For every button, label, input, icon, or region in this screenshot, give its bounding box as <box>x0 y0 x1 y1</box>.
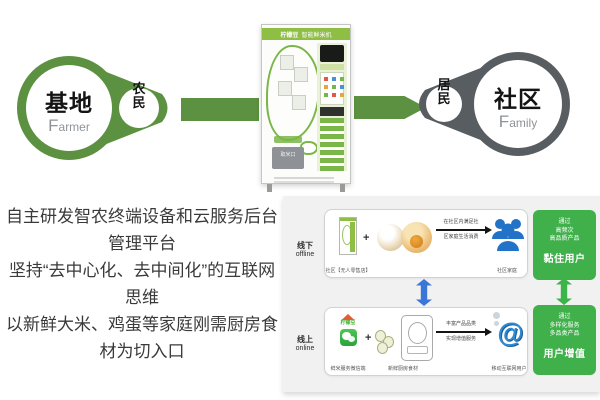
mini-vending-machine-icon <box>339 217 357 255</box>
plus-sign: + <box>363 232 370 244</box>
machine-menu-panel <box>320 72 344 105</box>
retention-highlight: 黏住用户 <box>543 253 586 265</box>
sketch-window <box>408 322 427 344</box>
right-arrow-icon <box>436 226 492 234</box>
result-link-arrow <box>556 278 572 305</box>
machine-brand: 柠檬豆 <box>280 32 299 39</box>
description-line: 坚持“去中心化、去中间化”的互联网思维 <box>8 261 276 307</box>
machine-leg <box>267 184 272 192</box>
machine-bins <box>320 118 344 171</box>
people-caption: 社区家庭 <box>496 268 517 274</box>
mini-machine-header <box>340 218 356 221</box>
flow-node-community: 社区 Family 居民 <box>408 36 580 178</box>
base-label-en: Farmer <box>48 116 90 135</box>
product-thumb <box>294 67 308 82</box>
product-thumb <box>278 81 292 96</box>
egg-yolk <box>410 235 423 248</box>
machine-screen <box>320 45 344 62</box>
offline-lane-label: 线下 offline <box>295 241 315 258</box>
offline-box: 社区【无人零售店】 + 在社区内满足社 区家庭生活消费 社区家庭 <box>324 209 528 278</box>
wechat-bubble <box>341 332 351 340</box>
user-caption: 移动互联网用户 <box>491 366 527 372</box>
online-flow-arrow: 丰富产品品类 实现增值服务 <box>433 321 492 343</box>
base-teardrop-shape <box>17 56 168 160</box>
internet-user-icon: @ <box>496 318 524 348</box>
community-teardrop-shape <box>419 52 570 156</box>
business-model-diagram: 线下 offline 社区【无人零售店】 + 在社区内满足社 区家庭生活消费 <box>283 196 600 392</box>
online-box: 柠檬豆 鲜米服务微信端 + 新鲜厨房食材 丰富产品品类 实现 <box>324 307 528 376</box>
result-box-retention: 通过 高频次 高品质产品 黏住用户 <box>533 210 596 280</box>
rice-icon <box>377 224 404 251</box>
description-line: 以新鲜大米、鸡蛋等家庭刚需厨房食材为切入口 <box>6 315 278 361</box>
community-label-en: Family <box>498 112 538 131</box>
community-label: 社区 <box>494 86 542 112</box>
machine-sketch-icon <box>401 315 433 361</box>
eggs-sketch-icon <box>375 328 397 354</box>
figure-icon <box>493 312 500 319</box>
food-caption: 新鲜厨房食材 <box>387 366 418 372</box>
machine-control-column <box>317 43 347 171</box>
machine-fineprint <box>274 177 334 179</box>
wechat-icon <box>339 329 357 346</box>
result-box-value: 通过 多样化服务 多品类产品 用户增值 <box>533 305 596 375</box>
flow-node-base: 基地 Farmer 农民 <box>16 38 181 178</box>
menu-items <box>324 77 328 81</box>
machine-body: 柠檬豆 智能鲜米机 取米口 <box>261 24 351 184</box>
machine-keypad <box>320 107 344 116</box>
arrow-base-to-machine <box>181 98 259 121</box>
store-caption: 社区【无人零售店】 <box>325 268 371 274</box>
community-people-icon <box>492 219 524 251</box>
machine-small-logo <box>274 136 302 143</box>
offline-online-link-arrow <box>416 279 432 306</box>
egg-icon <box>401 222 432 253</box>
product-thumb <box>280 55 294 70</box>
wechat-caption: 鲜米服务微信端 <box>330 366 366 372</box>
arrow-machine-to-community <box>354 96 426 119</box>
value-highlight: 用户增值 <box>543 348 586 360</box>
mini-machine-strip <box>350 222 355 252</box>
right-arrow-icon <box>436 328 492 336</box>
farmer-label: 农民 <box>132 81 146 110</box>
vending-machine-image: 柠檬豆 智能鲜米机 取米口 <box>259 24 353 192</box>
machine-header: 柠檬豆 智能鲜米机 <box>262 28 350 40</box>
plus-sign: + <box>365 332 372 344</box>
machine-pay-module <box>320 64 344 70</box>
machine-leg <box>340 184 345 192</box>
wechat-bubble <box>347 336 355 342</box>
machine-name: 智能鲜米机 <box>301 32 332 39</box>
lemon-bean-logo: 柠檬豆 <box>337 314 359 346</box>
resident-label: 居民 <box>437 77 451 106</box>
product-thumb <box>292 95 306 110</box>
roof-icon <box>341 314 355 320</box>
online-lane-label: 线上 online <box>295 335 315 352</box>
rice-outlet: 取米口 <box>272 147 304 169</box>
description-line: 自主研发智农终端设备和云服务后台管理平台 <box>6 207 278 253</box>
offline-flow-arrow: 在社区内满足社 区家庭生活消费 <box>433 219 492 241</box>
mascot-graphic <box>266 45 320 141</box>
base-label: 基地 <box>45 90 93 116</box>
sketch-slot <box>407 346 428 354</box>
description-text: 自主研发智农终端设备和云服务后台管理平台 坚持“去中心化、去中间化”的互联网思维… <box>6 203 278 365</box>
